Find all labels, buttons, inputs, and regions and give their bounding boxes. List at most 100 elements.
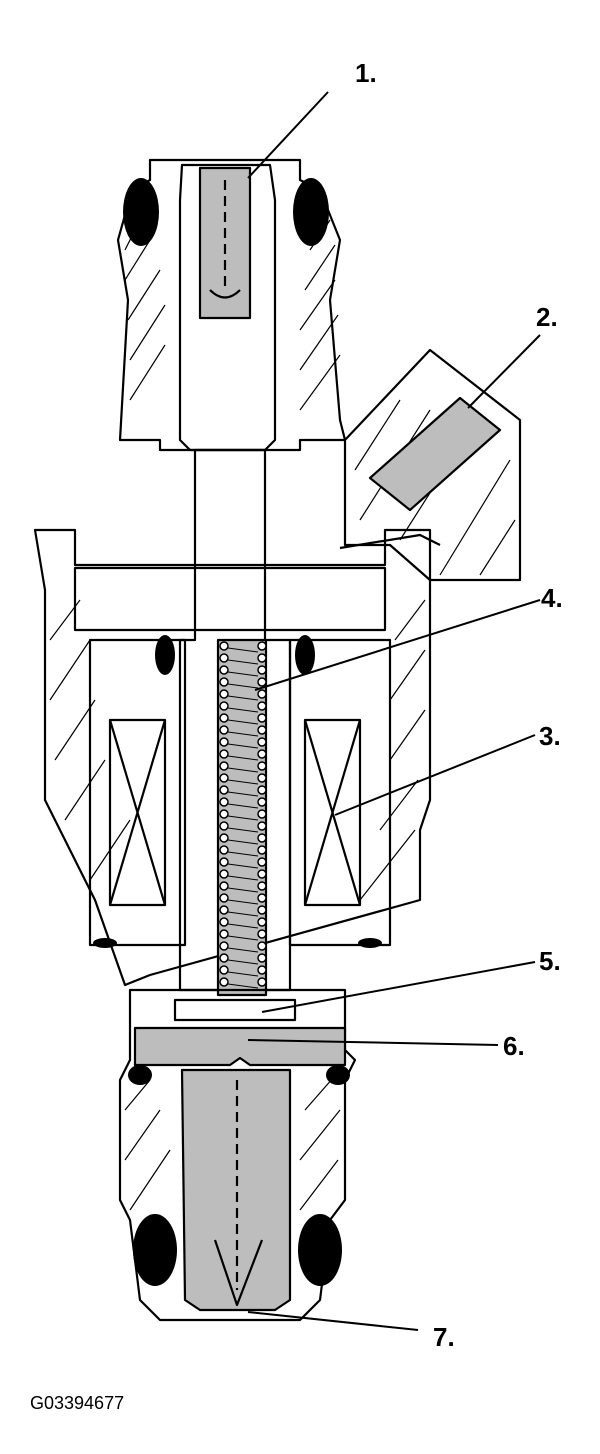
lower-o-ring-right	[298, 1214, 342, 1286]
spring-wire	[227, 719, 259, 725]
spring-wire	[227, 815, 259, 821]
spring-coil-L	[219, 701, 229, 711]
callout-label-4: 4.	[541, 583, 563, 613]
spring-wire	[227, 839, 259, 845]
spring-coil-R	[257, 797, 267, 807]
spring-coil-R	[257, 965, 267, 975]
spring-coil-L	[219, 809, 229, 819]
spring-wire	[227, 683, 259, 689]
spring-coil-R	[257, 641, 267, 651]
spring-coil-R	[257, 665, 267, 675]
spring-wire	[227, 671, 259, 677]
leader-lines	[247, 91, 541, 1331]
spring-coil-L	[219, 905, 229, 915]
return-spring	[216, 638, 268, 997]
callout-label-2: 2.	[536, 302, 558, 332]
spring-coil-L	[219, 677, 229, 687]
spring-wire	[227, 791, 259, 797]
spring-coil-R	[257, 737, 267, 747]
spring-coil-R	[257, 809, 267, 819]
spring-wire	[227, 755, 259, 761]
spring-coil-L	[219, 845, 229, 855]
spring-wire	[227, 707, 259, 713]
spring-coil-R	[257, 845, 267, 855]
callout-label-1: 1.	[355, 58, 377, 88]
spring-wire	[227, 647, 259, 653]
callout-label-6: 6.	[503, 1031, 525, 1061]
spring-coil-L	[219, 797, 229, 807]
spring-coil-R	[257, 857, 267, 867]
spring-coil-L	[219, 893, 229, 903]
spring-wire	[227, 947, 259, 953]
spring-coil-L	[219, 689, 229, 699]
spring-coil-R	[257, 773, 267, 783]
callout-label-3: 3.	[539, 721, 561, 751]
leader-line-6	[247, 1039, 499, 1046]
leader-line-4	[254, 599, 541, 691]
spring-coil-R	[257, 761, 267, 771]
valve-disc	[133, 1026, 347, 1067]
callout-label-7: 7.	[433, 1322, 455, 1352]
spring-coil-R	[257, 713, 267, 723]
spring-coil-R	[257, 905, 267, 915]
spring-wire	[227, 731, 259, 737]
spring-coil-R	[257, 749, 267, 759]
spring-wire	[227, 911, 259, 917]
spring-coil-R	[257, 677, 267, 687]
spring-coil-L	[219, 737, 229, 747]
upper-o-ring-left	[123, 178, 159, 246]
solenoid-coil-left	[88, 635, 187, 948]
leader-line-7	[247, 1311, 419, 1331]
spring-coil-L	[219, 653, 229, 663]
spring-coil-L	[219, 869, 229, 879]
spring-coil-R	[257, 785, 267, 795]
upper-o-ring-right	[293, 178, 329, 246]
spring-coil-L	[219, 785, 229, 795]
spring-coil-L	[219, 929, 229, 939]
lower-o-ring-left	[133, 1214, 177, 1286]
spring-coil-R	[257, 881, 267, 891]
spring-coil-L	[219, 821, 229, 831]
coil-seal-right	[295, 635, 315, 675]
spring-coil-R	[257, 725, 267, 735]
injector-lower-body	[118, 988, 357, 1322]
spring-wire	[227, 863, 259, 869]
inlet-filter	[198, 166, 252, 320]
spring-wire	[227, 971, 259, 977]
spring-wire	[227, 695, 259, 701]
spring-coil-R	[257, 929, 267, 939]
spring-coil-L	[219, 857, 229, 867]
spring-coil-L	[219, 965, 229, 975]
spring-coil-R	[257, 689, 267, 699]
leader-line-3	[334, 734, 536, 816]
callout-label-5: 5.	[539, 946, 561, 976]
spring-coil-R	[257, 821, 267, 831]
leader-line-2	[467, 334, 541, 409]
spring-coil-R	[257, 941, 267, 951]
spring-coil-L	[219, 773, 229, 783]
spring-wire	[227, 887, 259, 893]
leader-line-5	[261, 961, 536, 1013]
spring-coil-L	[219, 941, 229, 951]
spring-coil-L	[219, 713, 229, 723]
spring-coil-R	[257, 833, 267, 843]
figure-id: G03394677	[30, 1393, 124, 1413]
coil-seal-left	[155, 635, 175, 675]
spring-wire	[227, 779, 259, 785]
solenoid-coil-right	[288, 635, 392, 948]
spring-wire	[227, 743, 259, 749]
spring-wire	[227, 851, 259, 857]
leader-line-1	[247, 91, 329, 179]
spring-coil-R	[257, 977, 267, 987]
spring-coil-L	[219, 725, 229, 735]
spring-wire	[227, 803, 259, 809]
spring-wire	[227, 959, 259, 965]
spring-wire	[227, 659, 259, 665]
spring-coil-R	[257, 917, 267, 927]
spring-wire	[227, 827, 259, 833]
armature-plate	[173, 998, 297, 1022]
spring-coil-L	[219, 917, 229, 927]
spring-coil-L	[219, 953, 229, 963]
spring-coil-L	[219, 641, 229, 651]
spring-wire	[227, 935, 259, 941]
